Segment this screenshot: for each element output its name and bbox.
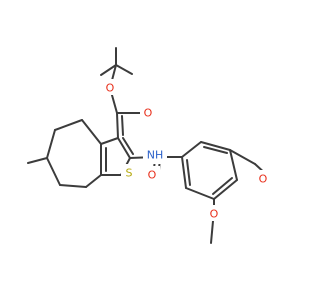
atom-label-oxygen: O [259,173,268,186]
label-mask [144,166,160,182]
atom-labels: O O NH O O S O [102,79,271,221]
bond-skeleton [27,47,269,244]
atom-label-oxygen: O [148,169,157,182]
label-mask [255,170,271,186]
atom-label-nitrogen: NH [147,149,164,162]
label-mask [143,146,167,164]
label-mask [121,164,137,180]
chemical-structure-diagram: O O NH O O S O [27,47,271,244]
atom-label-oxygen: O [106,82,115,95]
label-mask [140,104,156,120]
atom-label-oxygen: O [210,208,219,221]
atom-label-oxygen: O [144,107,153,120]
label-mask [102,79,118,95]
atom-label-sulfur: S [126,167,133,180]
label-mask [206,205,222,221]
